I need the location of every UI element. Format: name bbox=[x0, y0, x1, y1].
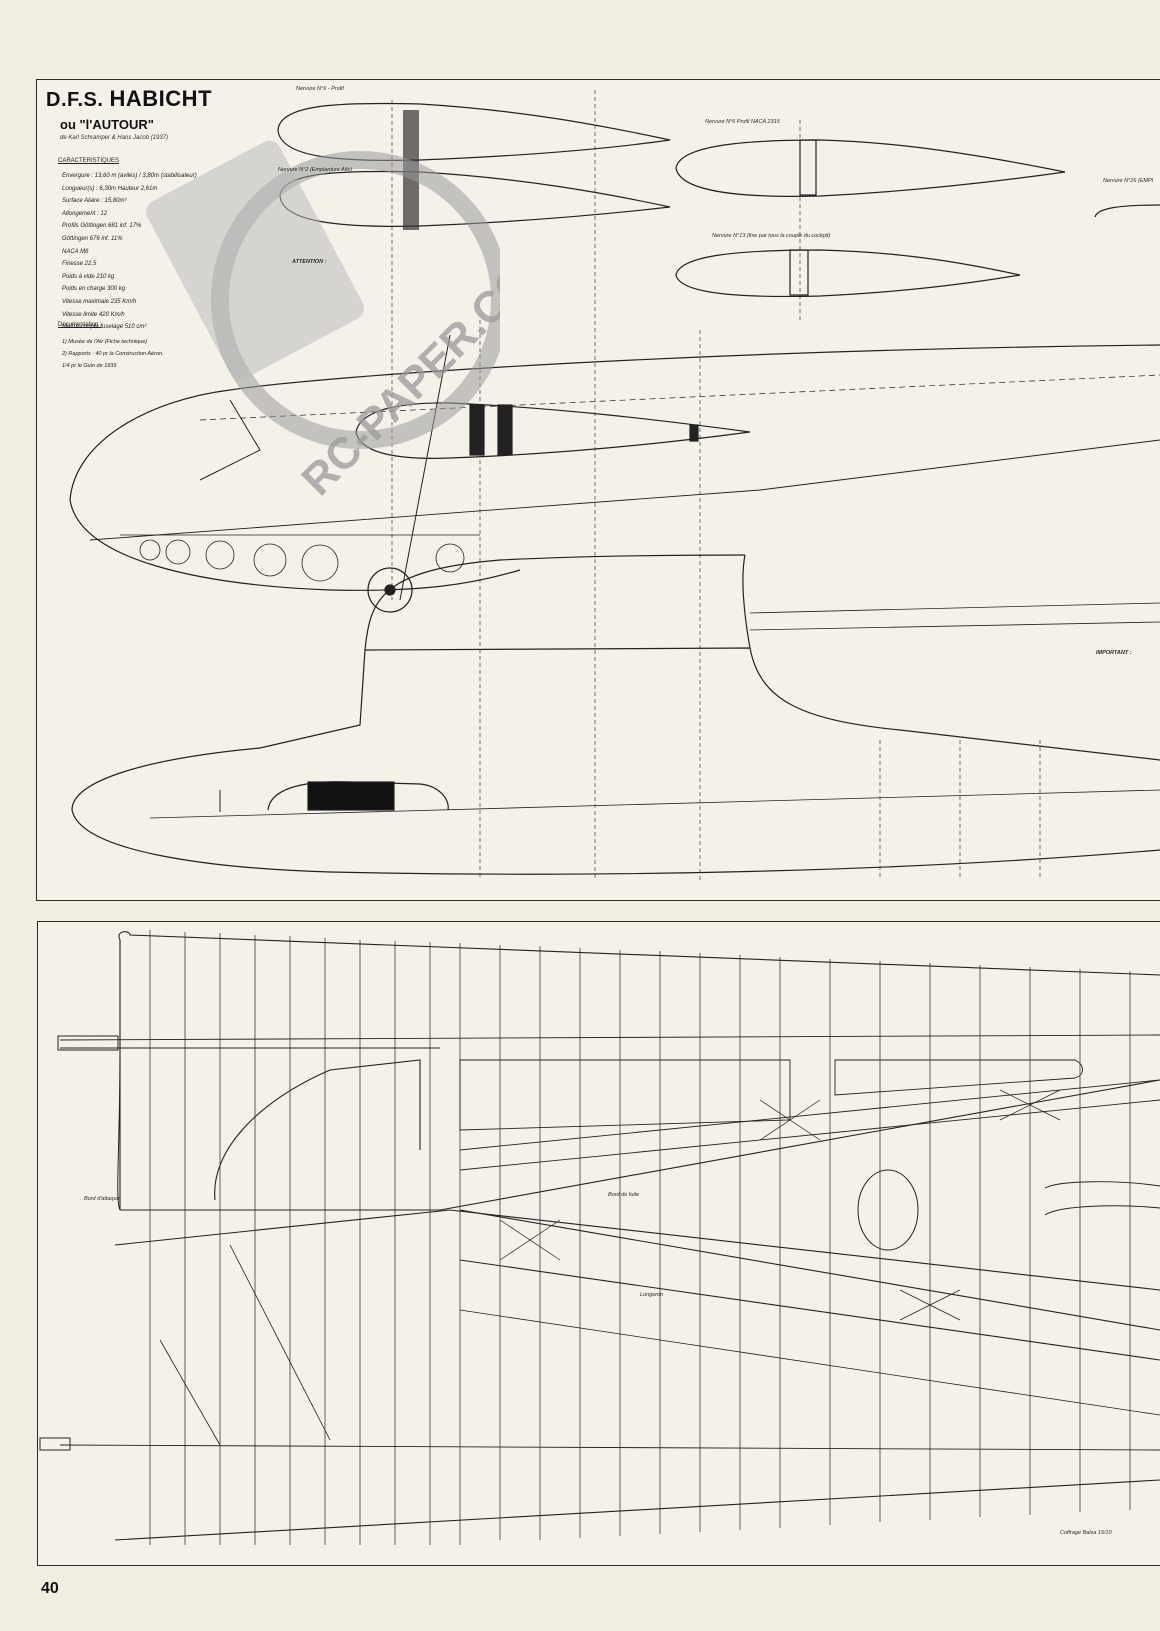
specs-list: Envergure : 13,60 m (aviles) / 3,80m (st… bbox=[62, 170, 197, 334]
spec-line: Envergure : 13,60 m (aviles) / 3,80m (st… bbox=[62, 173, 197, 179]
annotation-longeron: Longeron bbox=[640, 1292, 664, 1298]
annotation-important: IMPORTANT : bbox=[1096, 650, 1132, 656]
drawing-authors: de Karl Schramper & Hans Jacob (1937) bbox=[60, 135, 169, 141]
annotation-bord-fuite: Bord de fuite bbox=[608, 1192, 640, 1198]
stabilizer-rib-profile-1 bbox=[277, 102, 671, 162]
page-number: 40 bbox=[41, 1580, 59, 1597]
fuselage-side-outline bbox=[71, 647, 1160, 811]
title-prefix: D.F.S. bbox=[46, 89, 104, 111]
spec-line: Göttingen 676 inf. 11% bbox=[62, 235, 123, 242]
wing-trailing-edge bbox=[114, 1479, 1160, 1541]
doc-line: 1/4 pr le Guin de 1939 bbox=[62, 363, 117, 369]
annotation-coffrage: Coffrage Balsa 15/10 bbox=[1060, 1530, 1112, 1536]
spec-line: Finesse 22,5 bbox=[62, 261, 97, 268]
spec-line: Profils Göttingen 681 inf. 17% bbox=[62, 223, 142, 230]
annotation-rib-far: Nervure N°26 (EMPI bbox=[1103, 178, 1154, 184]
spec-line: NACA M6 bbox=[62, 248, 89, 255]
doc-line: 2) Rapports : 40 pr la Construction Aéro… bbox=[62, 351, 164, 357]
vertical-fin-outline bbox=[364, 554, 746, 651]
wing-root-fairing bbox=[69, 344, 1160, 501]
spec-line: Poids en charge 300 kg bbox=[62, 286, 126, 293]
annotation-rib-top: Nervure N°6 - Profil bbox=[296, 86, 344, 92]
wing-leading-edge bbox=[114, 1209, 1160, 1291]
spec-line: Surface Alaire : 15,80m² bbox=[62, 198, 127, 205]
specs-heading: CARACTERISTIQUES bbox=[58, 158, 120, 164]
annotation-bord-attaque: Bord d'attaque bbox=[84, 1196, 120, 1202]
doc-line: 1) Musée de l'Air (Fiche technique) bbox=[62, 339, 148, 345]
annotation-attention: ATTENTION : bbox=[292, 259, 327, 265]
docs-heading: Documentation : bbox=[58, 322, 102, 328]
spec-line: Vitesse maximale 235 Km/h bbox=[62, 298, 137, 305]
wing-rib-profile-6 bbox=[675, 139, 1066, 197]
wing-rib-profile-13 bbox=[675, 249, 1021, 298]
drawing-title: D.F.S. HABICHT bbox=[46, 86, 212, 112]
annotation-rib-right: Nervure N°6 Profil NACA 2315 bbox=[705, 119, 780, 125]
aileron-outline bbox=[118, 931, 1160, 1210]
annotation-rib-right2: Nervure N°13 (fixe par tous la couple du… bbox=[712, 233, 831, 239]
spec-line: Allongement : 12 bbox=[62, 210, 108, 217]
drawing-subtitle: ou "l'AUTOUR" bbox=[60, 117, 154, 132]
docs-list: 1) Musée de l'Air (Fiche technique) 2) R… bbox=[62, 336, 164, 372]
wing-plan-drawing-frame bbox=[37, 921, 1160, 1566]
stabilizer-rib-profile-2 bbox=[279, 170, 671, 227]
title-main: HABICHT bbox=[109, 86, 213, 111]
spec-line: Longueur(s) : 6,30m Hauteur 2,61m bbox=[62, 185, 158, 192]
annotation-rib-top2: Nervure N°2 (Emplanture Aile) bbox=[278, 167, 353, 173]
spec-line: Vitesse limite 420 Km/h bbox=[62, 311, 125, 318]
spec-line: Poids à vide 210 kg bbox=[62, 273, 115, 280]
wing-rib-profile-26 bbox=[1094, 204, 1160, 218]
spec-line: Maître-couple fuselage 510 cm² bbox=[62, 324, 147, 331]
